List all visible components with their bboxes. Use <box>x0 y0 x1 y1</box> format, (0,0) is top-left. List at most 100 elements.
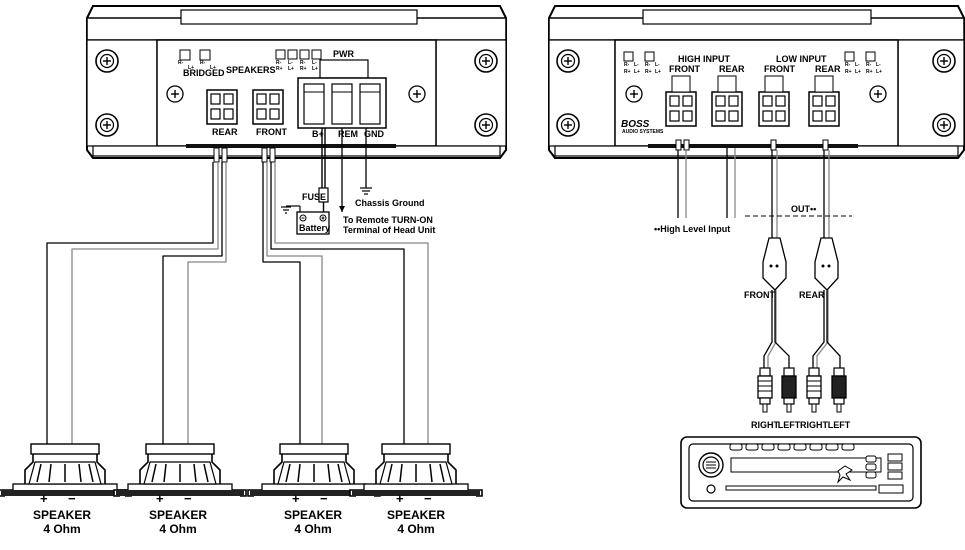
screw-icon <box>556 49 580 73</box>
low-front-connector[interactable] <box>758 91 790 127</box>
mini-label: R+ <box>276 66 283 72</box>
rear-speaker-connector[interactable] <box>206 89 238 125</box>
mini-label: R+ <box>624 69 631 75</box>
head-unit <box>680 436 922 509</box>
high-input-terminal-diagram: R- L- R- L- R+ L+ R+ L+ <box>623 51 661 75</box>
high-rear-label: REAR <box>719 64 745 74</box>
right-amplifier: R- L- R- L- R+ L+ R+ L+ R- L- R- L- R+ L… <box>548 5 965 159</box>
low-front-label: FRONT <box>764 64 795 74</box>
power-wiring: FUSE Battery To Remote TURN-ON Terminal … <box>281 128 435 235</box>
screw-icon <box>932 49 956 73</box>
rca-plug-icon <box>806 367 822 413</box>
input-wiring: ••High Level Input OUT•• FRONT REAR R <box>654 139 852 430</box>
speaker-3: + − SPEAKER 4 Ohm <box>247 443 381 536</box>
low-rear-label: REAR <box>815 64 841 74</box>
power-terminal-block[interactable] <box>297 77 387 129</box>
speaker-ohm: 4 Ohm <box>294 522 331 536</box>
high-front-label: FRONT <box>669 64 700 74</box>
screw-icon <box>95 113 119 137</box>
mini-label: L+ <box>210 65 216 71</box>
plus-label: + <box>40 491 48 506</box>
speakers-label: SPEAKERS <box>226 65 276 75</box>
speaker-icon <box>0 443 132 497</box>
mini-label: L- <box>288 60 293 66</box>
plus-label: + <box>292 491 300 506</box>
fuse-label: FUSE <box>302 192 326 202</box>
speaker-label: SPEAKER <box>149 508 207 522</box>
mini-label: R- <box>845 62 851 68</box>
speaker-label: SPEAKER <box>284 508 342 522</box>
volume-knob-icon[interactable] <box>698 452 724 478</box>
screw-icon <box>625 85 643 103</box>
plus-label: + <box>156 491 164 506</box>
speaker-label: SPEAKER <box>33 508 91 522</box>
chassis-ground-icon <box>360 187 372 195</box>
speaker-2: + − SPEAKER 4 Ohm <box>113 443 247 536</box>
rca-label: RIGHT <box>800 420 829 430</box>
speaker-wiring <box>46 147 429 448</box>
battery-label: Battery <box>299 223 330 233</box>
screw-icon <box>166 85 184 103</box>
rca-label: RIGHT <box>751 420 780 430</box>
brand-sub: AUDIO SYSTEMS <box>622 129 664 135</box>
rca-plug-icon <box>781 367 797 413</box>
minus-label: − <box>424 491 432 506</box>
rear-label: REAR <box>212 127 238 137</box>
mini-label: R- <box>300 60 306 66</box>
high-front-connector[interactable] <box>665 91 697 127</box>
speaker-1: + − SPEAKER 4 Ohm <box>0 443 132 536</box>
out-label: OUT•• <box>791 204 816 214</box>
front-speaker-connector[interactable] <box>252 89 284 125</box>
minus-label: − <box>320 491 328 506</box>
screw-icon <box>932 113 956 137</box>
mini-label: L- <box>876 62 881 68</box>
brand-star-icon <box>836 465 853 484</box>
mini-label: R+ <box>300 66 307 72</box>
speaker-ohm: 4 Ohm <box>159 522 196 536</box>
speaker-ohm: 4 Ohm <box>397 522 434 536</box>
left-amplifier: R- L+ R- L+ BRIDGED SPEAKERS R- L- R- L-… <box>86 5 507 159</box>
high-level-input-label: ••High Level Input <box>654 224 730 234</box>
screw-icon <box>556 113 580 137</box>
brand-logo: BOSS <box>621 119 650 130</box>
speaker-4: + − SPEAKER 4 Ohm <box>349 443 483 536</box>
speaker-label: SPEAKER <box>387 508 445 522</box>
low-rear-connector[interactable] <box>808 91 840 127</box>
minus-label: − <box>184 491 192 506</box>
mini-label: L+ <box>655 69 661 75</box>
rear-out-label: REAR <box>799 290 825 300</box>
power-button[interactable] <box>706 484 716 494</box>
speaker-icon <box>113 443 247 497</box>
mini-label: L+ <box>876 69 882 75</box>
rear-splitter <box>814 237 839 291</box>
high-rear-connector[interactable] <box>711 91 743 127</box>
minus-label: − <box>68 491 76 506</box>
speaker-terminal-diagram: R- L- R- L- R+ L+ R+ L+ <box>275 49 322 72</box>
mini-label: L- <box>312 60 317 66</box>
mini-label: R+ <box>845 69 852 75</box>
mini-label: R- <box>178 60 184 66</box>
b-plus-label: B+ <box>312 129 324 139</box>
screw-icon <box>474 49 498 73</box>
bridged-terminal-diagram: R- L+ R- L+ <box>178 49 216 71</box>
screw-icon <box>408 85 426 103</box>
rca-plug-icon <box>757 367 773 413</box>
mini-label: L+ <box>634 69 640 75</box>
low-input-label: LOW INPUT <box>776 54 827 64</box>
high-input-label: HIGH INPUT <box>678 54 731 64</box>
screw-icon <box>95 49 119 73</box>
pwr-label: PWR <box>333 49 354 59</box>
mini-label: R+ <box>645 69 652 75</box>
rem-label: REM <box>338 129 358 139</box>
remote-label-line1: To Remote TURN-ON <box>343 215 433 225</box>
front-label: FRONT <box>256 127 287 137</box>
chassis-ground-label: Chassis Ground <box>355 198 425 208</box>
screw-icon <box>869 85 887 103</box>
mini-label: L- <box>634 62 639 68</box>
ground-icon <box>281 206 291 214</box>
mini-label: R- <box>200 60 206 66</box>
mini-label: R- <box>624 62 630 68</box>
mini-label: L+ <box>855 69 861 75</box>
low-input-terminal-diagram: R- L- R- L- R+ L+ R+ L+ <box>844 51 882 75</box>
cd-slot <box>725 485 877 491</box>
